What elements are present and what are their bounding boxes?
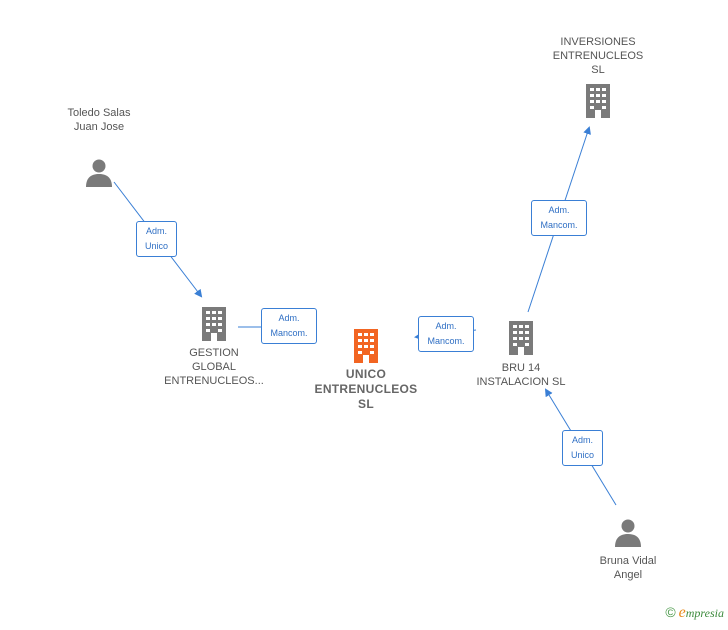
edge-label-bru14-inversiones[interactable]: Adm. Mancom.: [531, 200, 587, 236]
node-gestion-global[interactable]: GESTION GLOBAL ENTRENUCLEOS...: [154, 306, 274, 388]
building-icon: [509, 321, 533, 355]
brand-initial: e: [678, 604, 686, 621]
brand-name: mpresia: [685, 606, 724, 620]
building-icon: [586, 84, 610, 118]
edge-label-toledo-gestion[interactable]: Adm. Unico: [136, 221, 177, 257]
node-bruna-vidal[interactable]: Bruna Vidal Angel: [573, 518, 683, 582]
node-bru14-instalacion[interactable]: BRU 14 INSTALACION SL: [461, 320, 581, 389]
person-icon: [86, 159, 112, 187]
building-icon: [354, 329, 378, 363]
person-icon: [615, 519, 641, 547]
node-toledo-salas[interactable]: Toledo Salas Juan Jose: [44, 106, 154, 188]
node-label: Toledo Salas Juan Jose: [67, 107, 131, 133]
copyright-icon: ©: [665, 604, 676, 620]
building-icon: [202, 307, 226, 341]
node-label: INVERSIONES ENTRENUCLEOS SL: [552, 36, 644, 76]
node-unico-entrenucleos[interactable]: UNICO ENTRENUCLEOS SL: [306, 328, 426, 412]
node-label: BRU 14 INSTALACION SL: [476, 362, 566, 388]
node-label: GESTION GLOBAL ENTRENUCLEOS...: [164, 347, 264, 387]
brand-logo[interactable]: ©empresia: [665, 604, 724, 622]
node-inversiones-entrenucleos[interactable]: INVERSIONES ENTRENUCLEOS SL: [538, 35, 658, 119]
edge-label-bruna-bru14[interactable]: Adm. Unico: [562, 430, 603, 466]
node-label: Bruna Vidal Angel: [599, 555, 657, 581]
node-label: UNICO ENTRENUCLEOS SL: [314, 367, 418, 411]
edge-label-gestion-unico[interactable]: Adm. Mancom.: [261, 308, 317, 344]
edge-label-bru14-unico[interactable]: Adm. Mancom.: [418, 316, 474, 352]
